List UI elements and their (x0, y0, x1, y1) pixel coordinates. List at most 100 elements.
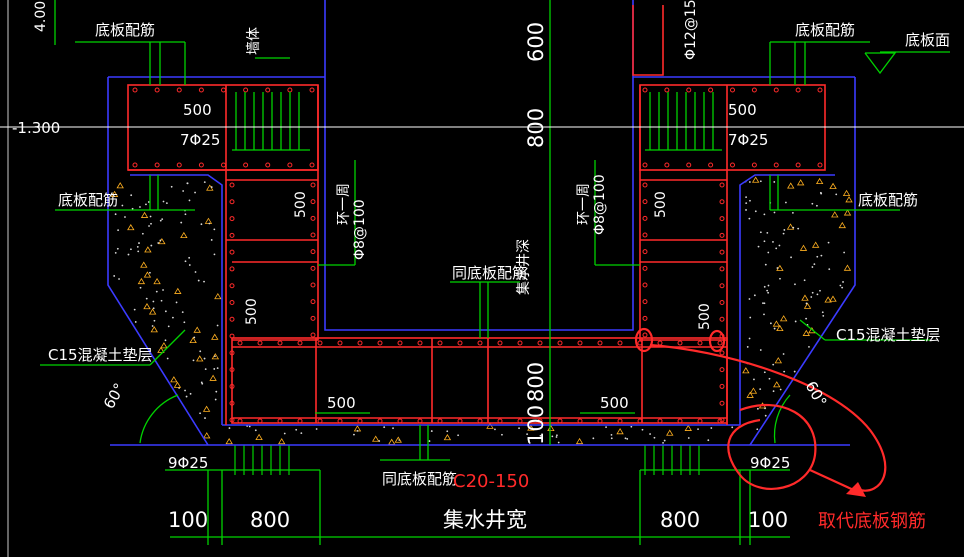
dim-v-600: 600 (524, 22, 548, 62)
hatch-dot (745, 209, 747, 211)
rebar-dot (229, 300, 235, 305)
hatch-dot (610, 437, 613, 440)
hatch-dot (663, 439, 666, 442)
hatch-triangle (189, 336, 197, 344)
rebar-dot (237, 340, 243, 346)
hatch-dot (551, 435, 554, 438)
hatch-dot (153, 319, 156, 322)
hatch-dot (757, 245, 760, 248)
rebar-dot (477, 340, 483, 346)
hatch-triangle (127, 223, 135, 231)
hatch-dot (772, 390, 775, 393)
hatch-dot (759, 388, 762, 391)
rebar-dot (132, 87, 138, 93)
hatch-dot (827, 241, 830, 244)
hatch-dot (746, 346, 749, 348)
rebar-dot (657, 340, 663, 346)
hatch-dot (820, 254, 823, 257)
hatch-dot (383, 426, 386, 429)
hatch-triangle (160, 342, 168, 349)
hatch-dot (248, 425, 251, 428)
dim-500-left-top: 500 (183, 101, 212, 119)
dim-500-right-top: 500 (728, 101, 757, 119)
hatch-dot (748, 298, 751, 300)
hatch-triangle (211, 333, 219, 340)
hatch-triangle (170, 376, 178, 383)
label-bars-bottom-right: 9Φ25 (750, 454, 790, 472)
hatch-dot (118, 278, 120, 280)
rebar-dot (677, 418, 683, 424)
hatch-dot (145, 297, 148, 300)
dim-v-800-top: 800 (524, 108, 548, 148)
rebar-dot (642, 315, 648, 321)
hatch-dot (763, 285, 766, 288)
hatch-triangle (180, 231, 188, 239)
rebar-dot (176, 162, 182, 168)
rebar-dot (310, 215, 316, 221)
rebar-dot (317, 418, 323, 424)
hatch-dot (649, 433, 651, 435)
rebar-dot (642, 265, 648, 271)
hatch-dot (149, 215, 152, 218)
hatch-dot (526, 433, 529, 436)
hatch-dot (130, 194, 133, 197)
hatch-triangle (394, 436, 402, 443)
hatch-dot (145, 203, 147, 206)
label-sump-width: 集水井宽 (443, 508, 527, 532)
hatch-triangle (779, 315, 788, 322)
hatch-dot (783, 370, 786, 373)
hatch-dot (828, 268, 831, 271)
rebar-dot (686, 87, 692, 93)
rebar-dot (243, 162, 249, 168)
label-rebar-top-right-vertical: Φ12@15 (683, 0, 699, 60)
hatch-triangle (143, 302, 151, 310)
rebar-dot (719, 316, 725, 322)
hatch-dot (821, 311, 824, 314)
dim-500-left-low: 500 (244, 298, 260, 325)
rebar-dot (417, 340, 423, 346)
hatch-dot (114, 213, 117, 216)
hatch-dot (138, 242, 140, 244)
hatch-dot (779, 388, 782, 391)
hatch-dot (748, 337, 751, 340)
rebar-dot (642, 87, 648, 93)
hatch-dot (194, 191, 196, 194)
dim-b-100-right: 100 (748, 508, 788, 532)
rebar-dot (642, 199, 648, 205)
hatch-dot (213, 228, 216, 231)
hatch-triangle (774, 357, 783, 364)
hatch-dot (188, 264, 191, 266)
label-replace-note: 取代底板钢筋 (818, 511, 926, 532)
hatch-dot (843, 251, 846, 254)
hatch-triangle (831, 211, 839, 218)
rebar-dot (310, 249, 316, 255)
rebar-dot (719, 216, 725, 222)
rebar-dot (198, 87, 204, 93)
rebar-dot (265, 162, 271, 168)
hatch-dot (124, 216, 126, 218)
rebar-dot (719, 199, 725, 205)
hatch-dot (731, 426, 734, 429)
hatch-dot (159, 219, 162, 222)
label-bottom-slab-rebar-right: 底板配筋 (858, 191, 918, 209)
hatch-dot (161, 218, 164, 220)
hatch-triangle (255, 433, 263, 440)
label-wall: 墙体 (246, 27, 262, 55)
rebar-dot (229, 383, 235, 389)
hatch-triangle (204, 217, 213, 224)
dim-500-right-mid: 500 (653, 191, 669, 218)
rebar-dot (597, 340, 603, 346)
hatch-triangle (803, 302, 812, 309)
hatch-dot (214, 398, 217, 401)
hatch-triangle (776, 264, 784, 271)
dim-500-bottom-right: 500 (600, 394, 629, 412)
label-stirrup-right-a: 环一周 (576, 183, 592, 225)
hatch-dot (749, 199, 751, 202)
label-stirrup-right-b: Φ8@100 (592, 174, 608, 235)
hatch-dot (767, 291, 770, 294)
hatch-dot (213, 368, 216, 370)
hatch-triangle (148, 308, 157, 315)
hatch-dot (805, 302, 808, 305)
rebar-dot (417, 418, 423, 424)
dim-b-100-left: 100 (168, 508, 208, 532)
